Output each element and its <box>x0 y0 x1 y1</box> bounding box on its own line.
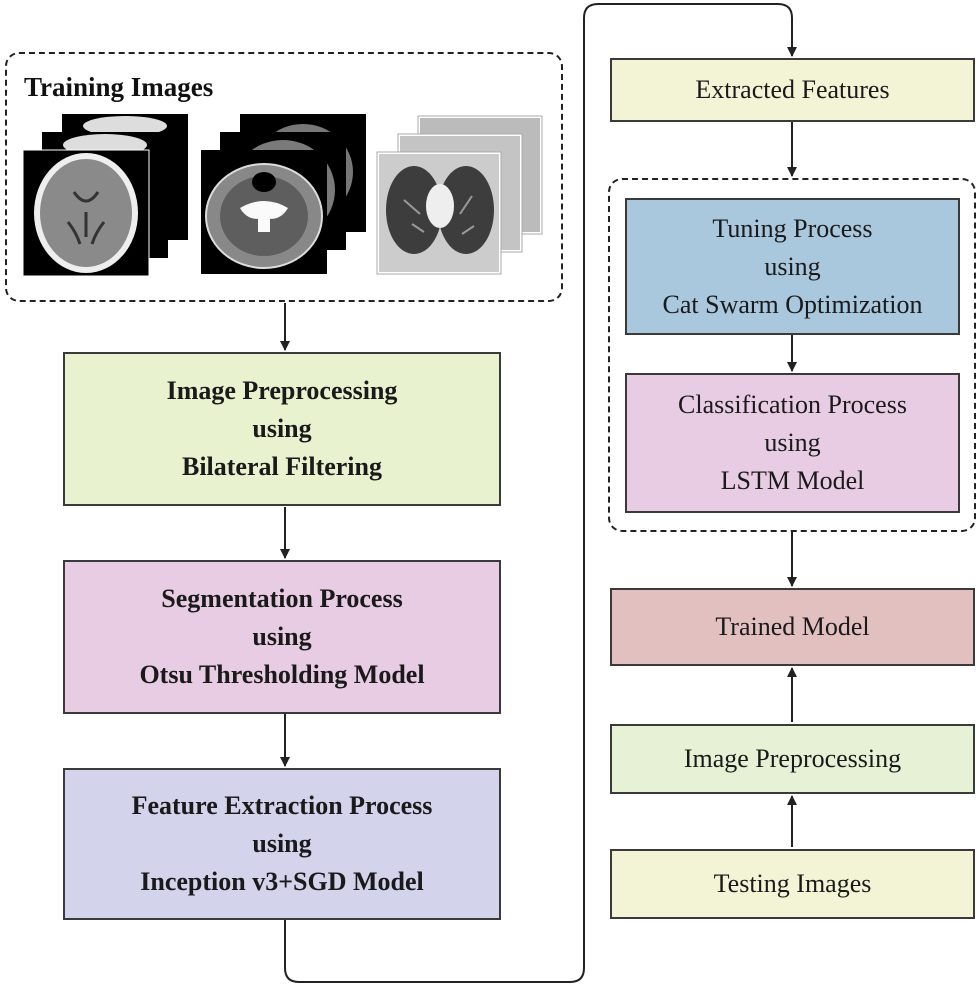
extracted-features-box: Extracted Features <box>610 58 975 122</box>
feature-line-3: Inception v3+SGD Model <box>140 867 424 896</box>
classification-process-box: Classification Process using LSTM Model <box>625 373 960 513</box>
neck-ct-stack-icon <box>201 114 366 274</box>
image-preprocessing-box: Image Preprocessing using Bilateral Filt… <box>63 352 501 506</box>
feature-extraction-box: Feature Extraction Process using Incepti… <box>63 768 501 920</box>
tuning-process-box: Tuning Process using Cat Swarm Optimizat… <box>625 198 960 335</box>
tuning-line-2: using <box>764 251 821 281</box>
segmentation-line-1: Segmentation Process <box>161 584 403 613</box>
feature-line-1: Feature Extraction Process <box>131 791 433 820</box>
test-preprocessing-label: Image Preprocessing <box>683 744 902 773</box>
preprocessing-line-2: using <box>252 414 312 443</box>
arrow-feature-to-extracted <box>284 3 797 983</box>
classification-line-3: LSTM Model <box>720 466 865 495</box>
brain-ct-stack-icon <box>22 114 188 277</box>
training-images-title: Training Images <box>24 72 214 102</box>
lung-ct-stack-icon <box>376 115 543 275</box>
preprocessing-line-3: Bilateral Filtering <box>181 452 382 481</box>
training-images-group <box>5 52 563 302</box>
extracted-features-label: Extracted Features <box>695 75 890 104</box>
tuning-line-1: Tuning Process <box>712 213 873 243</box>
preprocessing-line-1: Image Preprocessing <box>166 376 398 405</box>
segmentation-line-3: Otsu Thresholding Model <box>139 660 425 689</box>
trained-model-label: Trained Model <box>715 612 870 641</box>
test-image-preprocessing-box: Image Preprocessing <box>610 724 975 794</box>
classification-line-2: using <box>764 428 821 457</box>
segmentation-line-2: using <box>252 622 312 651</box>
classification-line-1: Classification Process <box>678 390 907 419</box>
tuning-line-3: Cat Swarm Optimization <box>662 289 923 319</box>
trained-model-box: Trained Model <box>610 588 975 666</box>
feature-line-2: using <box>252 829 312 858</box>
segmentation-process-box: Segmentation Process using Otsu Threshol… <box>63 560 501 714</box>
testing-images-label: Testing Images <box>713 869 872 898</box>
optimization-classification-group <box>608 178 976 532</box>
testing-images-box: Testing Images <box>610 849 975 919</box>
